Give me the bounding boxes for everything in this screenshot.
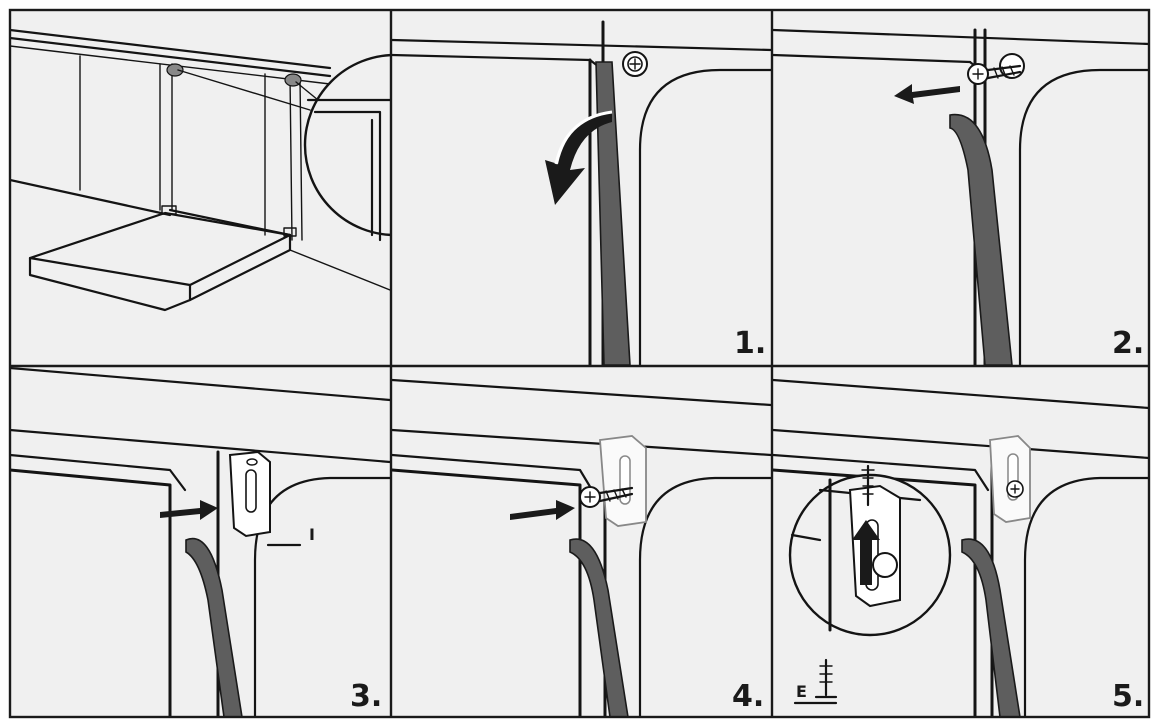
push-arrow-icon [510,500,575,520]
screw-icon [579,486,634,508]
step-3-label: 3. [350,679,382,714]
step-1-label: 1. [734,326,766,361]
screw-icon [967,63,1022,85]
panel-step-3: I 3. [10,367,390,717]
step-2-label: 2. [1112,326,1144,361]
panel-step-5: E 5. [773,367,1149,717]
step-4-label: 4. [732,679,764,714]
up-arrow-icon [852,520,880,585]
panel-overview [10,10,390,365]
panel-grid-frame [8,8,1151,719]
panel-step-4: 4. [392,367,771,717]
rotate-arrow-icon [545,110,613,205]
pull-arrow-icon [894,84,960,104]
step-3-part-label: I [309,525,315,544]
bracket-icon [228,450,271,538]
step-5-label: 5. [1112,679,1144,714]
panel-step-2: 2. [773,10,1149,365]
screw-icon [793,658,838,705]
push-arrow-icon [160,500,218,520]
step-5-part-label: E [796,682,807,701]
panel-step-1: 1. [392,10,771,365]
